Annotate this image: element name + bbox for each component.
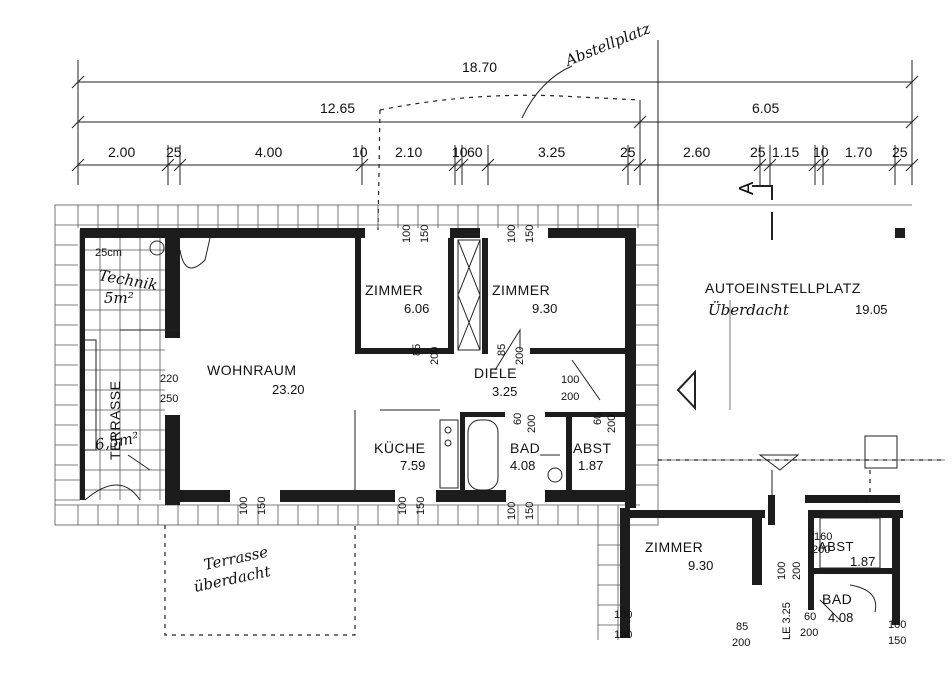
room-zimmer-2-area: 9.30: [532, 301, 557, 316]
room-zimmer-3-area: 9.30: [688, 558, 713, 573]
opening-dim: 150: [888, 635, 906, 647]
opening-dim: 100: [397, 497, 409, 515]
dim-seg: 1.70: [845, 144, 872, 160]
opening-dim: 160: [814, 531, 832, 543]
opening-dim: 200: [526, 415, 538, 433]
dim-seg: 25: [750, 144, 766, 160]
opening-dim: 200: [732, 637, 750, 649]
room-zimmer-1-area: 6.06: [404, 301, 429, 316]
room-wohnraum-name: WOHNRAUM: [207, 362, 297, 378]
fixtures: [83, 228, 945, 621]
opening-dim: 100: [776, 562, 788, 580]
opening-dim: 200: [429, 347, 441, 365]
opening-dim: 100: [401, 225, 413, 243]
le-label: LE 3.25: [781, 602, 793, 640]
dim-seg: 4.00: [255, 144, 282, 160]
opening-dim: 150: [524, 225, 536, 243]
room-bad-name: BAD: [510, 440, 540, 456]
room-abst-name: ABST: [573, 440, 612, 456]
opening-dim: 220: [160, 373, 178, 385]
dim-seg: 25: [892, 144, 908, 160]
opening-dim: 100: [506, 502, 518, 520]
room-abst-area: 1.87: [578, 458, 603, 473]
opening-dim: 200: [812, 544, 830, 556]
opening-dim: 100: [888, 619, 906, 631]
opening-dim: 250: [160, 393, 178, 405]
dimension-chain: [71, 40, 919, 210]
dim-seg: 25: [620, 144, 636, 160]
room-bad-area: 4.08: [510, 458, 535, 473]
room-abst-2-area: 1.87: [850, 554, 875, 569]
opening-dim: 150: [419, 225, 431, 243]
room-carport-area: 19.05: [855, 302, 888, 317]
dim-total: 18.70: [462, 59, 497, 75]
opening-dim: 60: [804, 611, 816, 623]
dim-seg: 10: [813, 144, 829, 160]
room-bad-2-area: 4.08: [828, 610, 853, 625]
technik-symbol: [149, 240, 165, 256]
opening-dim: 100: [238, 497, 250, 515]
room-zimmer-1-name: ZIMMER: [365, 282, 423, 298]
dim-seg: 10: [452, 144, 468, 160]
dim-right-total: 6.05: [752, 100, 779, 116]
dim-left-total: 12.65: [320, 100, 355, 116]
opening-dim: 200: [514, 347, 526, 365]
technik-size: 25cm: [95, 247, 122, 259]
dim-seg: 2.60: [683, 144, 710, 160]
opening-dim: 100: [614, 609, 632, 621]
opening-dim: 150: [415, 497, 427, 515]
abstellplatz-leader: [521, 65, 573, 119]
dim-seg: 3.25: [538, 144, 565, 160]
opening-dim: 85: [496, 344, 508, 356]
abstellplatz-label: Abstellplatz: [561, 19, 653, 70]
opening-dim: 200: [791, 562, 803, 580]
section-mark: A: [736, 181, 758, 195]
technik-area: 5m²: [104, 289, 134, 307]
opening-dim: 150: [256, 497, 268, 515]
opening-dim: 60: [512, 413, 524, 425]
room-bad-2-name: BAD: [822, 591, 852, 607]
opening-dim: 60: [592, 413, 604, 425]
dim-seg: 25: [166, 144, 182, 160]
room-carport-name: AUTOEINSTELLPLATZ: [705, 280, 861, 296]
opening-dim: 150: [524, 502, 536, 520]
dim-seg: 10: [352, 144, 368, 160]
room-zimmer-2-name: ZIMMER: [492, 282, 550, 298]
walls: [80, 228, 903, 638]
room-kueche-area: 7.59: [400, 458, 425, 473]
room-terrasse-name: TERRASSE: [107, 381, 123, 460]
opening-dim: 85: [736, 621, 748, 633]
dim-seg: 60: [467, 144, 483, 160]
room-diele-area: 3.25: [492, 384, 517, 399]
opening-dim: 85: [411, 344, 423, 356]
carport-ueberdacht: Überdacht: [708, 301, 790, 319]
room-wohnraum-area: 23.20: [272, 382, 305, 397]
abstellplatz-outline: [377, 94, 641, 231]
dim-seg: 1.15: [772, 144, 799, 160]
opening-dimensions: 100 150 100 150 85 200 85 200 100 200 60…: [160, 225, 906, 649]
room-abst-2-name: ABST: [818, 539, 854, 554]
opening-dim: 200: [561, 391, 579, 403]
terrasse-ueberdacht-outline: [164, 525, 356, 636]
opening-dim: 100: [561, 374, 579, 386]
section-line: [752, 185, 773, 240]
opening-dim: 150: [614, 629, 632, 641]
dim-seg: 2.00: [108, 144, 135, 160]
dim-seg: 2.10: [395, 144, 422, 160]
opening-dim: 200: [606, 415, 618, 433]
room-zimmer-3-name: ZIMMER: [645, 539, 703, 555]
opening-dim: 200: [800, 627, 818, 639]
room-kueche-name: KÜCHE: [374, 439, 426, 456]
opening-dim: 100: [506, 225, 518, 243]
room-diele-name: DIELE: [474, 365, 517, 381]
